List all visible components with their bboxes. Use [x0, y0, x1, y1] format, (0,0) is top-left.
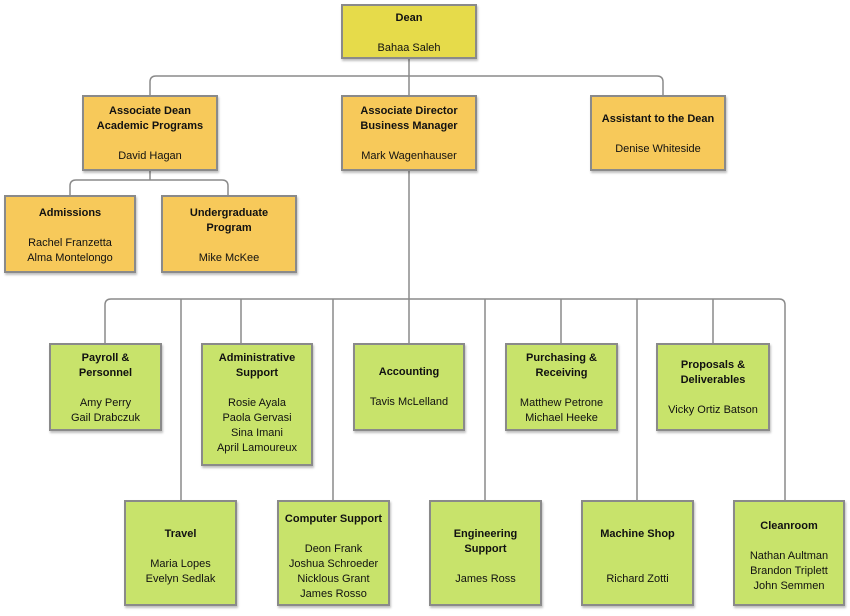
node-person: Denise Whiteside	[615, 143, 701, 155]
node-person: Mark Wagenhauser	[361, 150, 457, 162]
node-person: John Semmen	[753, 580, 825, 592]
dean-box: Dean Bahaa Saleh	[341, 4, 477, 59]
node-person: Deon Frank	[304, 543, 363, 555]
administrative-support-box: Administrative Support Rosie Ayala Paola…	[201, 343, 313, 466]
node-title: Machine Shop	[600, 528, 675, 540]
connector-business-drops	[180, 299, 714, 500]
accounting-box: Accounting Tavis McLelland	[353, 343, 465, 431]
node-person: Vicky Ortiz Batson	[668, 404, 758, 416]
node-title: Undergraduate Program	[189, 207, 269, 234]
node-title: Travel	[164, 528, 197, 540]
node-person: Paola Gervasi	[222, 412, 292, 424]
associate-dean-box: Associate Dean Academic Programs David H…	[82, 95, 218, 171]
connector-dean-bus	[149, 59, 664, 95]
node-person: Tavis McLelland	[369, 396, 449, 408]
node-title: Payroll & Personnel	[78, 352, 133, 379]
node-title: Proposals & Deliverables	[680, 359, 746, 386]
node-person: James Ross	[455, 573, 516, 585]
admissions-box: Admissions Rachel Franzetta Alma Montelo…	[4, 195, 136, 273]
node-person: Michael Heeke	[525, 412, 598, 424]
node-person: Joshua Schroeder	[288, 558, 379, 570]
payroll-personnel-box: Payroll & Personnel Amy Perry Gail Drabc…	[49, 343, 162, 431]
node-person: Bahaa Saleh	[377, 42, 441, 54]
node-title: Admissions	[38, 207, 102, 219]
node-person: April Lamoureux	[216, 442, 298, 454]
node-person: Sina Imani	[231, 427, 283, 439]
node-person: Mike McKee	[198, 252, 260, 264]
travel-box: Travel Maria Lopes Evelyn Sedlak	[124, 500, 237, 606]
associate-director-box: Associate Director Business Manager Mark…	[341, 95, 477, 171]
node-person: Richard Zotti	[606, 573, 669, 585]
node-title: Purchasing & Receiving	[526, 352, 597, 379]
engineering-support-box: Engineering Support James Ross	[429, 500, 542, 606]
node-title: Associate Director Business Manager	[360, 105, 458, 132]
node-person: Matthew Petrone	[519, 397, 604, 409]
node-person: Brandon Triplett	[750, 565, 828, 577]
node-person: Nicklous Grant	[297, 573, 370, 585]
node-person: Alma Montelongo	[27, 252, 113, 264]
node-person: Nathan Aultman	[749, 550, 829, 562]
node-person: Evelyn Sedlak	[145, 573, 216, 585]
node-title: Administrative Support	[218, 352, 296, 379]
node-person: Rachel Franzetta	[28, 237, 112, 249]
machine-shop-box: Machine Shop Richard Zotti	[581, 500, 694, 606]
node-person: David Hagan	[118, 150, 182, 162]
connector-academic-bus	[69, 171, 229, 195]
assistant-to-dean-box: Assistant to the Dean Denise Whiteside	[590, 95, 726, 171]
node-title: Assistant to the Dean	[601, 113, 715, 125]
node-person: James Rosso	[300, 588, 367, 600]
node-title: Cleanroom	[760, 520, 818, 532]
proposals-deliverables-box: Proposals & Deliverables Vicky Ortiz Bat…	[656, 343, 770, 431]
node-title: Dean	[395, 12, 423, 24]
node-person: Gail Drabczuk	[70, 412, 141, 424]
node-person: Amy Perry	[79, 397, 132, 409]
node-title: Engineering Support	[453, 528, 518, 555]
connector-business-bus	[104, 298, 786, 500]
node-title: Accounting	[378, 366, 440, 378]
cleanroom-box: Cleanroom Nathan Aultman Brandon Triplet…	[733, 500, 845, 606]
node-title: Associate Dean Academic Programs	[96, 105, 204, 132]
node-person: Rosie Ayala	[228, 397, 286, 409]
undergraduate-program-box: Undergraduate Program Mike McKee	[161, 195, 297, 273]
purchasing-receiving-box: Purchasing & Receiving Matthew Petrone M…	[505, 343, 618, 431]
node-person: Maria Lopes	[150, 558, 211, 570]
node-title: Computer Support	[284, 513, 383, 525]
computer-support-box: Computer Support Deon Frank Joshua Schro…	[277, 500, 390, 606]
